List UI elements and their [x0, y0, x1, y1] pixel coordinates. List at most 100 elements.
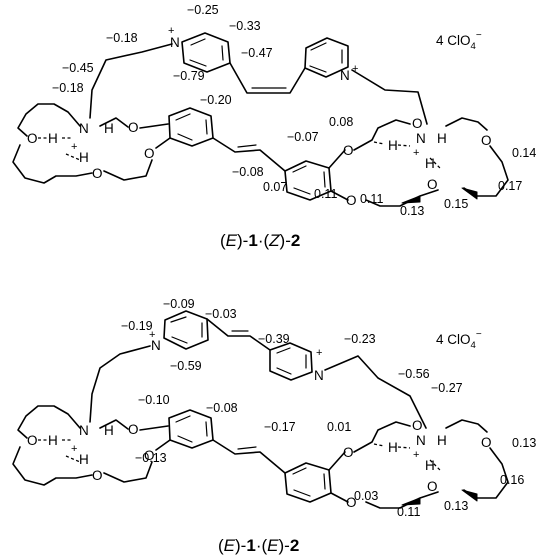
crown-ether-right: [353, 117, 509, 207]
ammonium-h: H: [48, 131, 58, 146]
caption-e1-e2: (E)-1·(E)-2: [218, 536, 299, 555]
crown-oxygen: O: [346, 193, 357, 208]
shift-label: 0.11: [360, 192, 383, 206]
shift-label: −0.07: [287, 130, 319, 144]
shift-label: 0.16: [500, 473, 524, 487]
ammonium-h: H: [425, 156, 435, 171]
shift-label: −0.13: [135, 451, 167, 465]
ammonium-h: H: [388, 138, 398, 153]
shift-labels-top: −0.25 −0.33 −0.18 −0.47 −0.45 −0.79 −0.1…: [52, 3, 536, 218]
ammonium-n-right: N: [416, 131, 426, 146]
crown-ether-right: [353, 419, 509, 509]
caption-e1-z2: (E)-1·(Z)-2: [220, 231, 300, 250]
shift-label: −0.17: [264, 420, 296, 434]
shift-label: 0.15: [444, 197, 468, 211]
propyl-chain-right: [351, 69, 428, 125]
atom-labels-bottom: N + N + N H H H + O O O O N H H H + O O …: [27, 329, 492, 510]
shift-label: −0.79: [173, 69, 205, 83]
shift-label: −0.27: [431, 381, 463, 395]
ammonium-h: H: [104, 423, 114, 438]
catechol-ring-left: [139, 409, 214, 451]
pyridinium-ring-left: [181, 32, 231, 73]
pyridinium-n-right: N: [340, 68, 350, 83]
e-olefin-linker: [212, 439, 286, 474]
counter-ion-charge: −: [476, 329, 482, 340]
charge-plus: +: [413, 147, 419, 159]
pyridinium-ring-left: [163, 310, 209, 350]
charge-plus: +: [316, 347, 322, 359]
shift-label: 0.11: [397, 505, 420, 519]
counter-ion-subscript: 4: [471, 340, 476, 351]
e-olefin-linker-guest: [206, 318, 271, 351]
crown-oxygen: O: [427, 177, 438, 192]
ammonium-h: H: [437, 131, 447, 146]
crown-oxygen: O: [92, 468, 103, 483]
complex-e1-e2: N + N + N H H H + O O O O N H H H + O O …: [12, 297, 536, 555]
ammonium-h: H: [388, 440, 398, 455]
charge-plus: +: [168, 25, 174, 37]
shift-label: −0.25: [187, 3, 219, 17]
shift-label: −0.45: [62, 61, 94, 75]
shift-label: −0.33: [229, 19, 261, 33]
e-olefin-linker: [212, 137, 286, 172]
catechol-ring-right: [284, 451, 349, 503]
crown-oxygen: O: [92, 166, 103, 181]
ammonium-n-left: N: [79, 423, 89, 438]
charge-plus: +: [352, 63, 358, 75]
pyridinium-ring-right: [269, 342, 313, 381]
shift-label: 0.13: [512, 436, 536, 450]
crown-oxygen: O: [128, 422, 139, 437]
ammonium-h: H: [104, 121, 114, 136]
crown-oxygen: O: [27, 131, 38, 146]
crown-oxygen: O: [427, 479, 438, 494]
shift-labels-bottom: −0.09 −0.03 −0.19 −0.39 −0.23 −0.59 −0.5…: [121, 297, 536, 519]
shift-label: 0.13: [400, 204, 424, 218]
pyridinium-n-left: N: [170, 35, 180, 50]
counter-ion-prefix: 4 ClO: [436, 33, 471, 48]
ammonium-n-right: N: [416, 433, 426, 448]
shift-label: −0.09: [163, 297, 195, 311]
counter-ion-prefix: 4 ClO: [436, 332, 471, 347]
pyridinium-n-right: N: [314, 368, 324, 383]
crown-oxygen: O: [144, 448, 155, 463]
crown-oxygen: O: [481, 435, 492, 450]
ammonium-h: H: [48, 433, 58, 448]
propyl-chain-right: [324, 355, 427, 429]
crown-oxygen: O: [27, 433, 38, 448]
crown-ether-left: [12, 103, 153, 184]
crown-oxygen: O: [128, 120, 139, 135]
atom-labels-top: N + N + N H H H + O O O O N H H H + O O …: [27, 25, 492, 208]
propyl-chain-left: [89, 43, 173, 119]
shift-label: −0.08: [206, 401, 238, 415]
shift-label: −0.59: [170, 359, 202, 373]
ammonium-h: H: [437, 433, 447, 448]
shift-label: −0.39: [258, 332, 290, 346]
shift-label: −0.03: [205, 307, 237, 321]
crown-oxygen: O: [144, 146, 155, 161]
counter-ion-subscript: 4: [471, 41, 476, 52]
catechol-ring-left: [139, 107, 214, 149]
shift-label: −0.10: [138, 393, 170, 407]
ammonium-h: H: [425, 458, 435, 473]
ammonium-n-left: N: [79, 121, 89, 136]
charge-plus: +: [71, 141, 77, 153]
pyridinium-n-left: N: [151, 338, 161, 353]
charge-plus: +: [149, 329, 155, 341]
shift-label: −0.18: [106, 31, 138, 45]
shift-label: 0.08: [329, 115, 353, 129]
crown-oxygen: O: [412, 418, 423, 433]
shift-label: 0.17: [498, 179, 522, 193]
propyl-chain-left: [89, 345, 151, 423]
z-olefin-linker: [229, 62, 306, 94]
crown-oxygen: O: [346, 495, 357, 510]
shift-label: 0.13: [444, 499, 468, 513]
ammonium-h: H: [79, 150, 89, 165]
complex-e1-z2: N + N + N H H H + O O O O N H H H + O O …: [12, 3, 536, 250]
svg-text:4 ClO4−: 4 ClO4−: [436, 30, 482, 52]
shift-label: 0.03: [354, 489, 378, 503]
shift-label: −0.08: [232, 165, 264, 179]
shift-label: −0.20: [200, 93, 232, 107]
crown-oxygen: O: [343, 445, 354, 460]
crown-oxygen: O: [343, 143, 354, 158]
